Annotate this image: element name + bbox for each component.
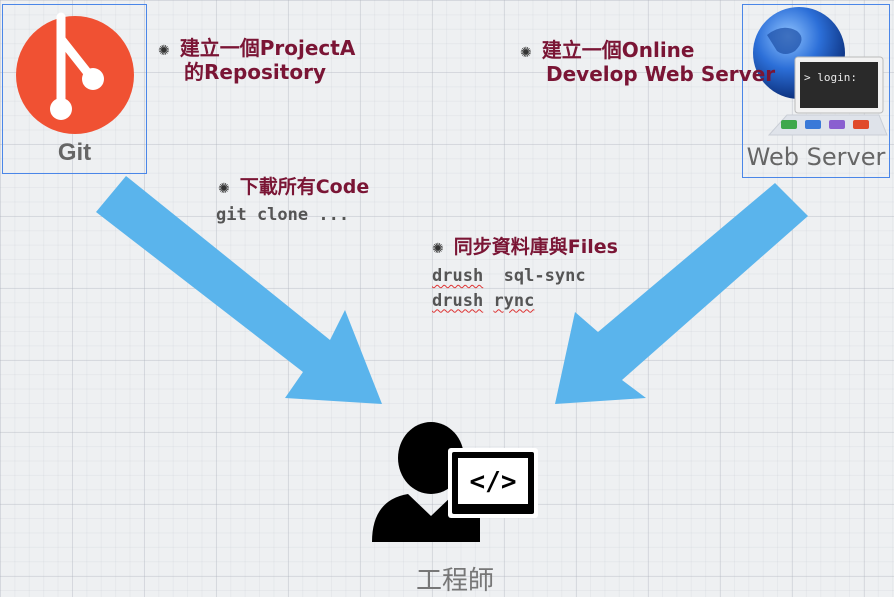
cmd-git-clone: git clone ... — [216, 205, 350, 225]
note-download: ✺ 下載所有Code — [218, 176, 369, 199]
code-symbol: </> — [470, 467, 517, 497]
bullet-icon: ✺ — [520, 45, 532, 61]
web-server-icon: > login: — [753, 7, 888, 136]
web-server-label: Web Server — [746, 143, 886, 171]
note-create-repo: ✺ 建立一個ProjectA 的Repository — [158, 36, 355, 84]
bullet-icon: ✺ — [218, 181, 230, 197]
terminal-text: > login: — [804, 71, 857, 84]
note-download-title: 下載所有Code — [239, 176, 370, 198]
note-create-server-line2: Develop Web Server — [546, 62, 776, 86]
git-label: Git — [57, 139, 92, 166]
git-box: Git — [2, 4, 147, 174]
note-sync: ✺ 同步資料庫與Files — [432, 236, 618, 259]
bullet-icon: ✺ — [158, 43, 170, 59]
cmd-drush-1: drush — [432, 266, 484, 286]
bullet-icon: ✺ — [432, 241, 444, 257]
note-create-server-line1: 建立一個Online — [541, 38, 695, 62]
note-sync-title: 同步資料庫與Files — [453, 236, 618, 258]
note-create-server: ✺ 建立一個Online Develop Web Server — [520, 38, 775, 86]
cmd-rync: rync — [493, 290, 535, 311]
cmd-sql-sync: sql-sync — [503, 266, 586, 286]
engineer-label: 工程師 — [415, 566, 494, 596]
note-create-repo-line1: 建立一個ProjectA — [179, 36, 356, 60]
cmd-drush-2: drush — [432, 290, 484, 311]
web-server-box: > login: Web Server — [742, 4, 890, 178]
cmd-sync: drush sql-sync drush rync — [432, 264, 586, 313]
git-logo-icon — [16, 12, 134, 134]
engineer-icon: </> — [372, 422, 538, 542]
note-create-repo-line2: 的Repository — [184, 60, 326, 84]
